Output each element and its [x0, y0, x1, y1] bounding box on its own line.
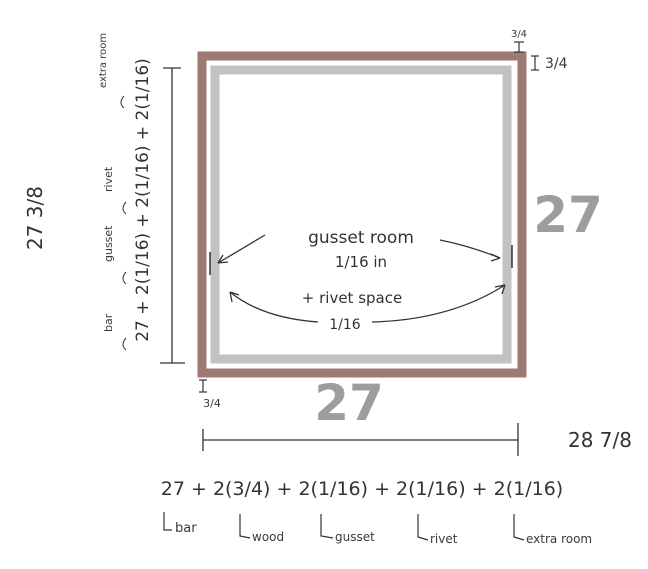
- gusset-arrows: [217, 234, 506, 323]
- width-formula: 27 + 2(3/4) + 2(1/16) + 2(1/16) + 2(1/16…: [161, 478, 563, 500]
- height-formula: 27 + 2(1/16) + 2(1/16) + 2(1/16): [133, 58, 153, 342]
- width-term-extra-room: extra room: [526, 532, 592, 546]
- height-term-bar: bar: [102, 313, 115, 332]
- height-term-rivet: rivet: [102, 166, 115, 192]
- wood-thickness-top-small: 3/4: [511, 29, 527, 40]
- total-width-label: 28 7/8: [568, 428, 632, 452]
- inner-frame: [210, 65, 512, 364]
- rivet-space-value: 1/16: [329, 317, 361, 333]
- gusset-room-label: gusset room: [308, 228, 414, 248]
- width-term-gusset: gusset: [335, 530, 375, 544]
- total-height-label: 27 3/8: [23, 186, 47, 250]
- wood-thickness-bottom-left: 3/4: [203, 397, 221, 410]
- height-formula-term-labels: bar gusset rivet extra room: [98, 33, 115, 332]
- width-term-rivet: rivet: [430, 532, 458, 546]
- inner-dimension-right: 27: [533, 186, 603, 244]
- width-term-bar: bar: [175, 521, 197, 536]
- gusset-room-value: 1/16 in: [335, 253, 387, 271]
- height-term-arrows: [120, 95, 127, 351]
- height-term-gusset: gusset: [102, 225, 115, 262]
- inner-dimension-bottom: 27: [314, 374, 384, 432]
- rivet-space-label: + rivet space: [302, 289, 402, 307]
- width-term-wood: wood: [252, 530, 284, 544]
- wood-frame: [197, 51, 527, 378]
- width-term-arrows: [163, 512, 525, 541]
- height-term-extra-room: extra room: [98, 33, 109, 88]
- wood-thickness-top-right: 3/4: [545, 56, 568, 72]
